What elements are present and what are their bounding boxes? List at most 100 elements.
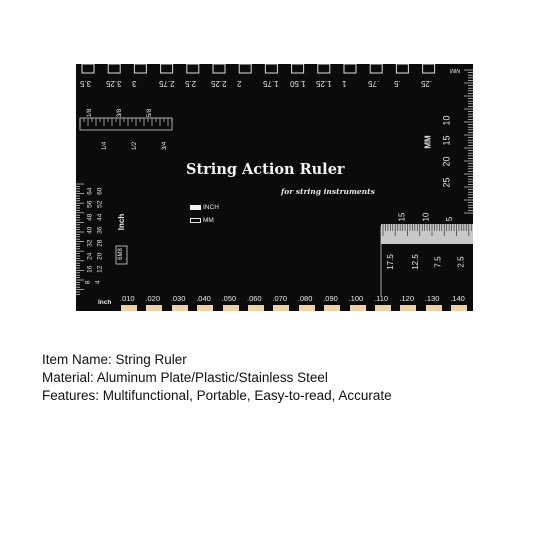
top-right-unit: MM [450,67,460,73]
left-vertical-label: 44 [96,213,104,221]
fraction-label: 5/8 [147,108,154,118]
top-notch-slot [186,64,200,74]
feeler-pad [273,305,290,311]
top-notch-slot [238,64,252,74]
ruler-title: String Action Ruler [186,161,345,178]
feeler-pad [298,305,315,311]
right-mm-label: 15 [441,135,452,146]
top-scale-label: .75 [368,79,380,88]
legend-inch-label: INCH [203,204,219,211]
feeler-pad [222,305,239,311]
side-tag: 6M8 [117,248,124,260]
feeler-label: .100 [348,294,364,303]
fraction-label: 1/2 [132,141,139,151]
inset-gauge [381,224,473,244]
left-vertical-label: 12 [96,265,104,273]
item-name: Item Name: String Ruler [42,352,187,367]
top-scale-label: .25 [420,79,432,88]
feeler-pad [349,305,366,311]
feeler-label: .110 [374,294,389,303]
fraction-ticks-upper [79,118,173,126]
feeler-label: .020 [145,294,160,303]
right-mm-ticks [464,69,473,214]
legend-inch: INCH [190,204,219,211]
side-tag-box [115,245,128,265]
top-scale-label: 1.50 [289,79,306,88]
inset-gauge-ticks [382,224,472,236]
feeler-label: .040 [196,294,211,303]
right-mm-label: 20 [441,156,452,167]
top-notch-slot [395,64,409,74]
top-notch-slot [317,64,331,74]
legend-swatch-outline [190,218,201,223]
left-vertical-label: 48 [86,213,94,221]
left-vertical-label: 20 [96,252,104,260]
top-scale-label: 1.25 [315,79,332,88]
feeler-pad [400,305,417,311]
feeler-label: .060 [247,294,262,303]
fraction-label: 1/8 [87,108,94,118]
top-scale-label: 2 [237,79,242,88]
inset-label: 10 [421,212,431,222]
top-notch-slot [133,64,147,74]
top-scale-label: 3.5 [80,79,92,88]
feeler-pad [197,305,214,311]
feeler-pad [425,305,442,311]
feeler-unit: Inch [98,299,112,306]
fraction-label: 3/4 [162,141,169,151]
feeler-label: .120 [399,294,414,303]
left-vertical-label: 36 [96,226,104,234]
left-vertical-ticks [76,183,84,295]
legend-mm: MM [190,217,214,224]
top-scale-label: 2.5 [184,79,196,88]
top-notch-slot [160,64,174,74]
top-notch-slot [422,64,436,74]
top-scale-label: 1.75 [263,79,279,88]
top-notch-slot [343,64,357,74]
left-vertical-label: 24 [86,252,94,260]
feeler-label: .130 [424,294,440,303]
feeler-pad [146,305,163,311]
feeler-pad [451,305,468,311]
left-vertical-label: 64 [86,187,94,195]
left-vertical-label: 16 [86,265,94,273]
fraction-ruler-upper [79,117,173,131]
top-notch-slot [212,64,226,74]
legend-swatch-filled [190,205,201,210]
inset-scale-label: 2.5 [456,256,466,268]
fraction-label: 1/4 [102,141,109,151]
inset-label: 5 [445,216,455,222]
top-scale-label: 3.25 [106,79,122,88]
inset-scale-label: 12.5 [410,254,420,270]
top-scale-label: 1 [342,79,347,88]
ruler-graphics [76,64,473,296]
inset-scale-label: 17.5 [385,254,395,270]
feeler-label: .010 [120,294,135,303]
left-vertical-label: 8 [84,280,92,285]
feeler-pad [121,305,137,311]
top-notch-slot [264,64,278,74]
left-vertical-label: 4 [94,280,102,285]
top-notch-slot [107,64,121,74]
top-scale-label: 2.25 [211,79,227,88]
feeler-label: .140 [450,294,465,303]
inset-label: 15 [397,212,407,222]
top-notch-slot [291,64,305,74]
left-vertical-label: 56 [86,200,94,208]
top-scale-label: .5 [394,79,402,88]
feeler-label: .030 [170,294,186,303]
feeler-label: .070 [272,294,287,303]
top-notch-slot [81,64,95,74]
ruler-subtitle: for string instruments [281,187,375,196]
left-vertical-label: 32 [86,239,94,247]
top-notch-slots [81,64,436,74]
features: Features: Multifunctional, Portable, Eas… [42,388,392,403]
material: Material: Aluminum Plate/Plastic/Stainle… [42,370,328,385]
feeler-pad [248,305,264,311]
feeler-pad [171,305,188,311]
right-mm-label: 10 [441,115,452,126]
inch-word: Inch [117,213,127,231]
inset-scale-label: 7.5 [433,256,443,268]
right-mm-unit: MM [423,135,433,149]
